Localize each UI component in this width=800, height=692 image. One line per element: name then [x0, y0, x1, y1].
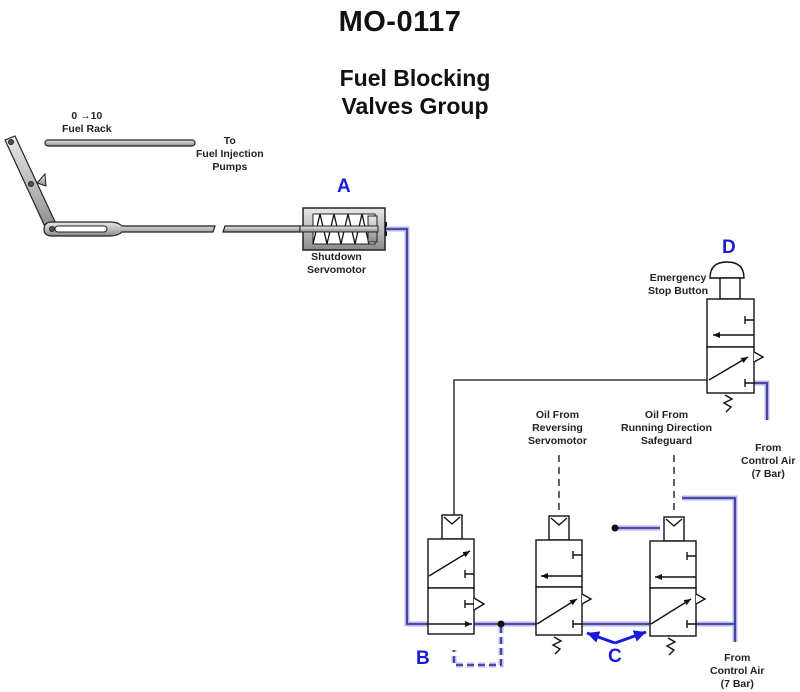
junction-dot — [497, 620, 505, 628]
valve-c2 — [649, 516, 707, 656]
fuel-rack-linkage — [4, 135, 301, 237]
estop-line-2: Stop Button — [648, 285, 709, 297]
air-top-label: From Control Air (7 Bar) — [741, 442, 795, 481]
shutdown-servomotor — [299, 207, 387, 251]
valve-d-lower — [706, 346, 755, 394]
air-bot-line-1: From — [724, 652, 751, 664]
piston-rod — [299, 225, 379, 233]
lever-pivot-mid — [28, 181, 34, 187]
to-pumps-label: To Fuel Injection Pumps — [196, 135, 264, 174]
estop-label: Emergency Stop Button — [648, 272, 708, 298]
valve-c2-upper — [649, 540, 697, 589]
air-top-line-3: (7 Bar) — [751, 468, 785, 480]
oil-run-line-3: Safeguard — [640, 435, 693, 447]
servo-line-2: Servomotor — [307, 264, 366, 276]
marker-a: A — [337, 176, 351, 197]
fulcrum-icon — [36, 172, 47, 187]
spring-icon — [312, 213, 370, 245]
air-bot-line-3: (7 Bar) — [720, 678, 754, 690]
marker-b: B — [416, 648, 430, 669]
marker-c: C — [608, 646, 622, 667]
servomotor-label: Shutdown Servomotor — [307, 251, 366, 277]
spring-icon — [722, 394, 734, 413]
fuel-rack-text: Fuel Rack — [62, 123, 112, 135]
to-pumps-line-3: Pumps — [212, 161, 248, 173]
fuel-rack-label: 0 →10 Fuel Rack — [62, 110, 112, 136]
valve-d — [706, 261, 765, 413]
marker-d: D — [722, 237, 736, 258]
title-line-2: Valves Group — [341, 93, 489, 119]
c-pointer-arrows — [586, 630, 647, 645]
fuel-rack-scale: 0 →10 — [71, 110, 103, 122]
link-slot — [54, 225, 108, 233]
oil-rev-line-3: Servomotor — [528, 435, 587, 447]
junction-dot — [611, 524, 619, 532]
diagram-title: Fuel Blocking Valves Group — [295, 64, 535, 120]
valve-b — [427, 514, 486, 635]
lever-pivot-top — [8, 139, 14, 145]
oil-run-line-2: Running Direction — [621, 422, 712, 434]
valve-b-lower — [427, 587, 475, 635]
spring-icon — [665, 637, 677, 656]
stop-signal-line — [453, 379, 708, 515]
oil-run-line-1: Oil From — [644, 409, 689, 421]
spring-icon — [551, 636, 563, 655]
title-line-1: Fuel Blocking — [339, 65, 491, 91]
diagram-code: MO-0117 — [338, 6, 462, 38]
air-top-line-1: From — [755, 442, 782, 454]
oil-reversing-label: Oil From Reversing Servomotor — [528, 409, 587, 448]
servo-line-1: Shutdown — [311, 251, 362, 263]
air-top-line-2: Control Air — [741, 455, 796, 467]
to-pumps-line-1: To — [223, 135, 236, 147]
button-stem — [719, 277, 741, 300]
valve-c1 — [535, 515, 593, 655]
air-bottom-label: From Control Air (7 Bar) — [710, 652, 764, 691]
fuel-rack-bar — [44, 139, 196, 147]
air-bot-line-2: Control Air — [710, 665, 765, 677]
to-pumps-line-2: Fuel Injection — [196, 148, 264, 160]
link-pin — [49, 226, 55, 232]
emergency-button-cap — [709, 261, 745, 279]
valve-c1-upper — [535, 539, 583, 588]
valve-d-upper — [706, 298, 755, 348]
valve-b-upper — [427, 538, 475, 589]
oil-rev-line-1: Oil From — [535, 409, 580, 421]
air-lines — [386, 226, 770, 668]
valve-c2-lower — [649, 587, 697, 637]
servo-rod — [222, 225, 301, 233]
oil-rev-line-2: Reversing — [532, 422, 583, 434]
oil-running-label: Oil From Running Direction Safeguard — [621, 409, 712, 448]
estop-line-1: Emergency — [649, 272, 707, 284]
